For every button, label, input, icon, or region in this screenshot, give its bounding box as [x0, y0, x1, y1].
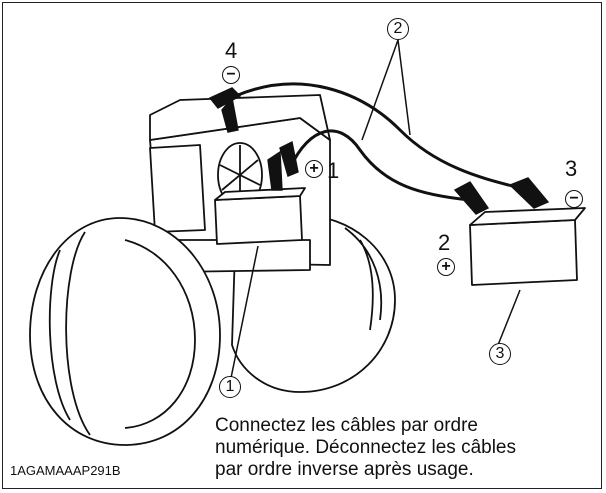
callout-2: 2	[387, 18, 409, 40]
clamp-4	[208, 87, 242, 109]
clamp-3	[508, 177, 550, 209]
label-4: 4	[225, 38, 238, 63]
clamp-1	[279, 140, 299, 177]
radiator-grille	[149, 144, 206, 233]
minus-sign-3: −	[565, 190, 583, 208]
minus-sign-4: −	[222, 66, 240, 84]
front-tire-tread	[48, 231, 91, 436]
positive-cable	[288, 129, 472, 202]
callout-3: 3	[489, 343, 511, 365]
plus-sign-2: +	[437, 258, 455, 276]
caption-line-3: par ordre inverse après usage.	[215, 459, 474, 480]
clamp-1b	[267, 150, 283, 191]
callout-1: 1	[219, 376, 241, 398]
rear-tire-tread	[344, 227, 383, 331]
booster-battery-top	[469, 207, 586, 226]
plus-sign-1: +	[305, 160, 323, 178]
leader-3	[497, 289, 521, 346]
tractor-battery	[214, 195, 303, 245]
label-2: 2	[438, 230, 451, 255]
instruction-caption: Connectez les câbles par ordre numérique…	[215, 415, 600, 481]
leader-2a	[361, 39, 399, 141]
leader-2b	[397, 39, 411, 136]
figure-code: 1AGAMAAAP291B	[10, 463, 121, 478]
caption-line-1: Connectez les câbles par ordre	[215, 415, 478, 436]
front-tire	[29, 217, 221, 446]
clamp-4b	[221, 96, 239, 133]
front-tire-inner	[124, 239, 196, 429]
booster-battery	[469, 219, 578, 286]
tractor-top	[149, 94, 331, 141]
caption-line-2: numérique. Déconnectez les câbles	[215, 437, 517, 458]
label-1: 1	[327, 158, 340, 183]
label-3: 3	[565, 156, 578, 181]
tractor-battery-top	[214, 187, 306, 201]
leader-1	[230, 245, 259, 379]
negative-cable	[236, 82, 522, 190]
clamp-2	[453, 181, 490, 215]
